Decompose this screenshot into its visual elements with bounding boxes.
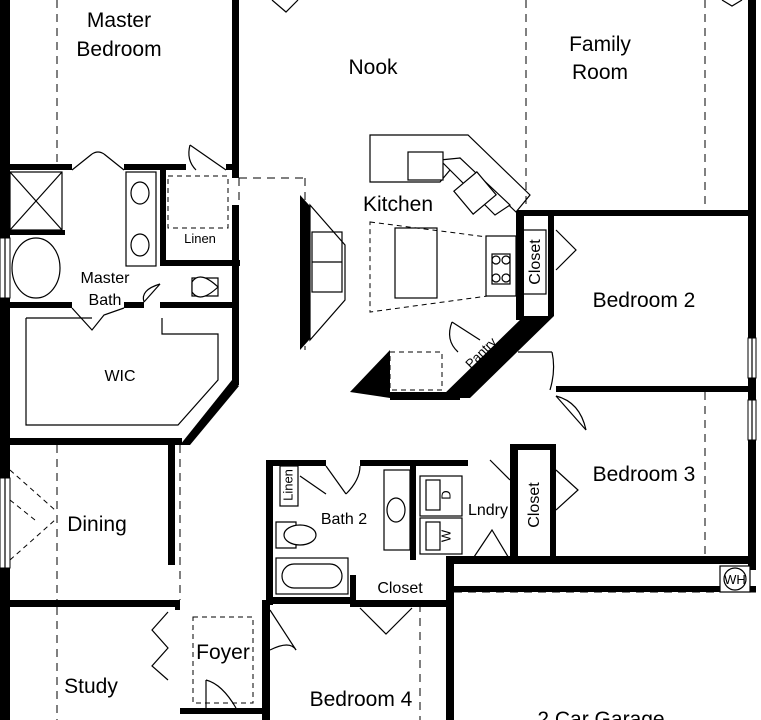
washer-label: W — [438, 529, 453, 542]
dryer-label: D — [438, 490, 453, 499]
nook-label: Nook — [348, 56, 398, 79]
kitchen-fixtures — [309, 134, 547, 391]
bath2-label: Bath 2 — [321, 511, 367, 528]
water-heater-label: WH — [724, 572, 746, 587]
bedroom4-label: Bedroom 4 — [310, 688, 413, 711]
closet-hall-label: Closet — [377, 580, 423, 597]
windows — [0, 237, 757, 569]
master-bath-label-2: Bath — [89, 292, 122, 309]
foyer-label: Foyer — [196, 641, 250, 664]
bath-fixtures — [9, 171, 751, 595]
bedroom2-label: Bedroom 2 — [593, 289, 696, 312]
garage-label: 2 Car Garage — [537, 708, 664, 720]
study-label: Study — [64, 675, 118, 698]
closet-bed3-label: Closet — [526, 482, 543, 528]
master-bath-label-1: Master — [81, 270, 131, 287]
wic-label: WIC — [104, 368, 135, 385]
linen-bath2-label: Linen — [280, 469, 295, 501]
closet-bed2-label: Closet — [527, 239, 544, 285]
dining-label: Dining — [67, 513, 127, 536]
room-labels: Master Bedroom Nook Family Room Kitchen … — [64, 9, 746, 720]
bedroom3-label: Bedroom 3 — [593, 463, 696, 486]
dashed-lines — [9, 0, 756, 720]
family-room-label-2: Room — [572, 61, 628, 84]
master-bedroom-label-1: Master — [87, 9, 151, 32]
doors — [71, 0, 743, 709]
linen-master-label: Linen — [184, 231, 216, 246]
lndry-label: Lndry — [468, 502, 508, 519]
family-room-label-1: Family — [569, 33, 631, 56]
kitchen-label: Kitchen — [363, 193, 433, 216]
master-bedroom-label-2: Bedroom — [76, 38, 161, 61]
